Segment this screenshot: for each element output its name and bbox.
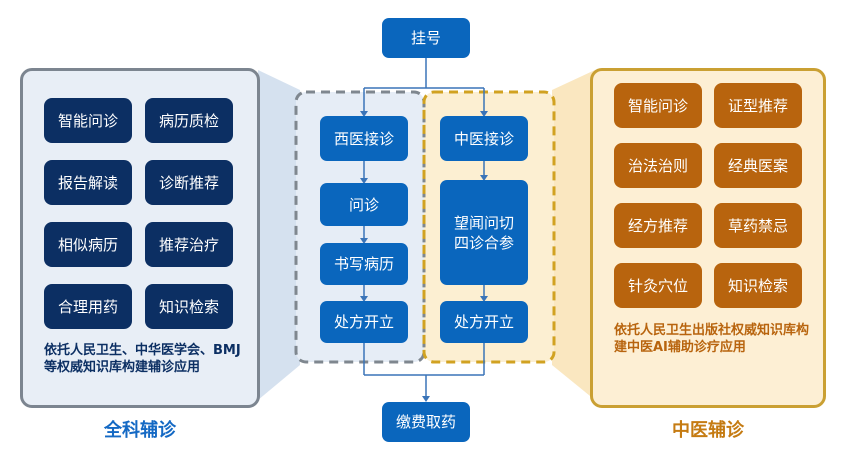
tcm-assist-title: 中医辅诊 xyxy=(672,420,744,441)
four-diagnosis-line2: 四诊合参 xyxy=(453,233,514,252)
tcm-panel-note: 依托人民卫生出版社权威知识库构建中医AI辅助诊疗应用 xyxy=(614,323,810,355)
record-writing-node: 书写病历 xyxy=(320,243,408,285)
feature-label: 智能问诊 xyxy=(57,112,118,130)
feature-label: 推荐治疗 xyxy=(158,236,219,254)
pay-label: 缴费取药 xyxy=(395,413,456,431)
tcm-feature-classic-cases[interactable]: 经典医案 xyxy=(714,143,802,188)
western-prescribe-node: 处方开立 xyxy=(320,301,408,343)
feature-label: 治法治则 xyxy=(627,157,688,175)
inquiry-label: 问诊 xyxy=(348,195,379,214)
tcm-reception-label: 中医接诊 xyxy=(453,129,514,148)
general-feature-smart-inquiry[interactable]: 智能问诊 xyxy=(44,98,132,143)
feature-label: 证型推荐 xyxy=(727,97,788,115)
tcm-feature-smart-inquiry[interactable]: 智能问诊 xyxy=(614,83,702,128)
pay-node: 缴费取药 xyxy=(382,402,470,442)
tcm-reception-node: 中医接诊 xyxy=(440,116,528,161)
feature-label: 针灸穴位 xyxy=(627,277,688,295)
record-writing-label: 书写病历 xyxy=(333,255,394,273)
general-feature-record-qc[interactable]: 病历质检 xyxy=(145,98,233,143)
feature-label: 相似病历 xyxy=(57,236,118,254)
general-feature-treatment-recommend[interactable]: 推荐治疗 xyxy=(145,222,233,267)
tcm-feature-herb-contraindication[interactable]: 草药禁忌 xyxy=(714,203,802,248)
feature-label: 病历质检 xyxy=(158,112,219,130)
four-diagnosis-node: 望闻问切 四诊合参 xyxy=(440,180,528,285)
flow-connectors xyxy=(363,58,485,398)
feature-label: 诊断推荐 xyxy=(158,174,219,192)
feature-label: 合理用药 xyxy=(57,298,118,316)
western-dashed-border xyxy=(294,90,426,364)
general-feature-knowledge-search[interactable]: 知识检索 xyxy=(145,284,233,329)
general-feature-rational-drug[interactable]: 合理用药 xyxy=(44,284,132,329)
western-reception-label: 西医接诊 xyxy=(333,129,394,148)
western-reception-node: 西医接诊 xyxy=(320,116,408,161)
tcm-feature-syndrome-recommend[interactable]: 证型推荐 xyxy=(714,83,802,128)
feature-label: 经方推荐 xyxy=(627,217,688,235)
general-panel-note: 依托人民卫生、中华医学会、BMJ等权威知识库构建辅诊应用 xyxy=(44,343,241,375)
tcm-feature-treatment-principle[interactable]: 治法治则 xyxy=(614,143,702,188)
right-funnel xyxy=(552,70,595,400)
inquiry-node: 问诊 xyxy=(320,183,408,226)
register-node: 挂号 xyxy=(382,18,470,58)
general-feature-similar-records[interactable]: 相似病历 xyxy=(44,222,132,267)
register-label: 挂号 xyxy=(410,29,441,47)
tcm-prescribe-label: 处方开立 xyxy=(453,313,514,331)
flow-arrowheads xyxy=(360,111,488,402)
feature-label: 报告解读 xyxy=(57,174,118,192)
general-feature-report-reading[interactable]: 报告解读 xyxy=(44,160,132,205)
feature-label: 草药禁忌 xyxy=(727,217,788,235)
general-assist-title: 全科辅诊 xyxy=(104,420,176,441)
tcm-feature-acupoints[interactable]: 针灸穴位 xyxy=(614,263,702,308)
general-feature-diagnosis-recommend[interactable]: 诊断推荐 xyxy=(145,160,233,205)
feature-label: 知识检索 xyxy=(727,277,788,295)
left-funnel xyxy=(258,70,300,400)
feature-label: 经典医案 xyxy=(727,157,788,175)
western-prescribe-label: 处方开立 xyxy=(333,313,394,331)
feature-label: 智能问诊 xyxy=(627,97,688,115)
feature-label: 知识检索 xyxy=(158,298,219,316)
four-diagnosis-line1: 望闻问切 xyxy=(453,213,514,232)
tcm-feature-knowledge-search[interactable]: 知识检索 xyxy=(714,263,802,308)
tcm-prescribe-node: 处方开立 xyxy=(440,301,528,343)
tcm-feature-classic-formula[interactable]: 经方推荐 xyxy=(614,203,702,248)
